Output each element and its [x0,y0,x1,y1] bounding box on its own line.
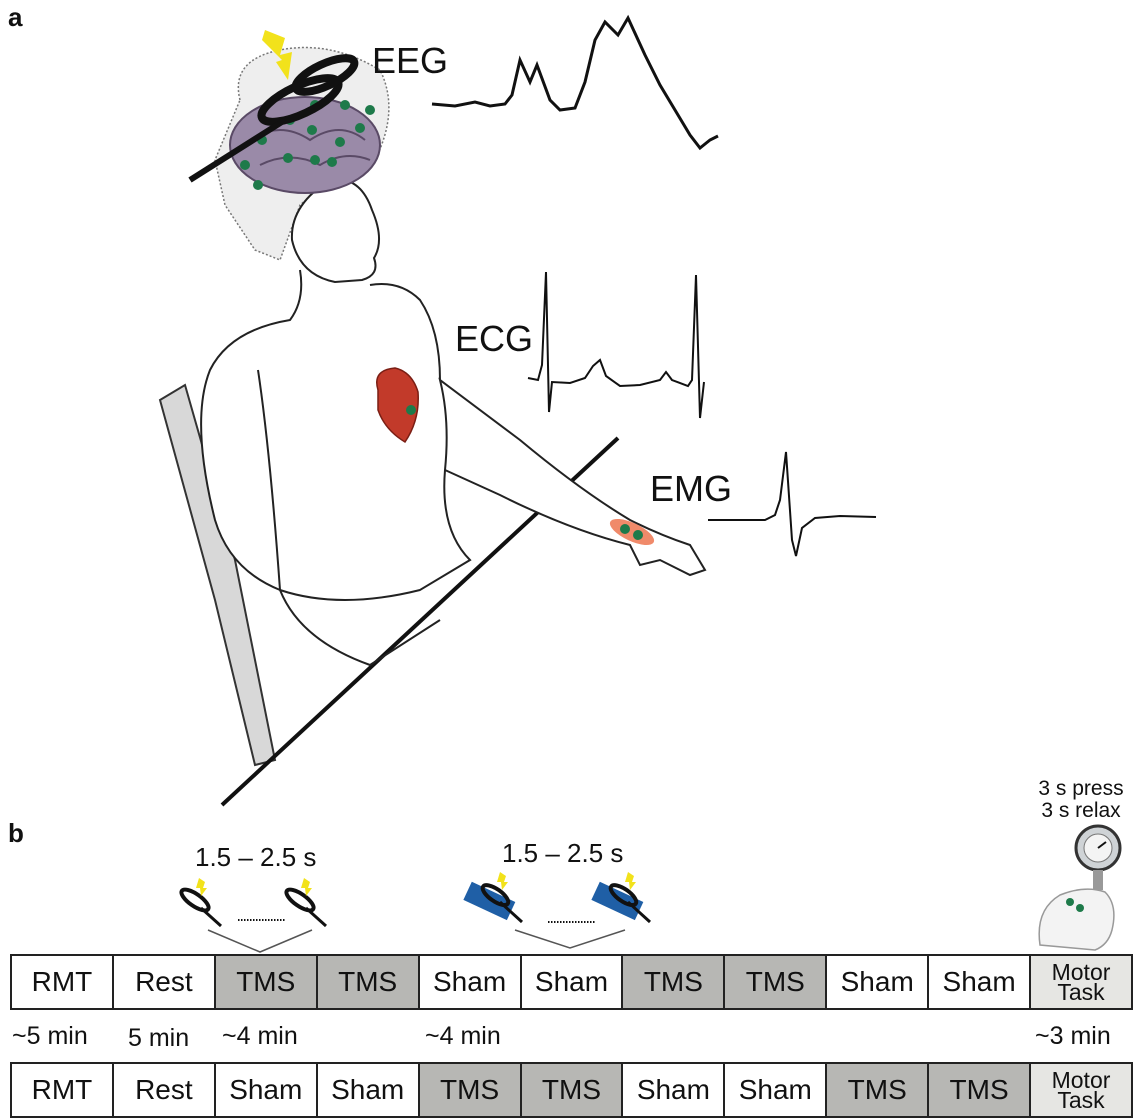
eeg-label: EEG [372,40,448,82]
block-rest: Rest [114,956,216,1008]
block-rmt: RMT [12,1064,114,1116]
duration-sham-block: ~4 min [425,1022,501,1051]
block-rmt: RMT [12,956,114,1008]
block-sham: Sham [420,956,522,1008]
bracket-tms [208,930,312,952]
sham-coil-icon-right [591,872,650,922]
dynamometer-icon [1039,826,1120,950]
motor-instructions: 3 s press 3 s relax [1028,778,1134,822]
protocol-sequence-2: RMT Rest Sham Sham TMS TMS Sham Sham TMS… [10,1062,1133,1118]
eeg-trace [432,18,718,148]
block-tms: TMS [420,1064,522,1116]
coil-icon-left [178,878,221,926]
block-sham: Sham [216,1064,318,1116]
coil-icon-right [283,878,326,926]
block-sham: Sham [318,1064,420,1116]
duration-rest: 5 min [128,1024,189,1053]
sham-coil-icon-left [463,872,522,922]
block-tms: TMS [623,956,725,1008]
block-sham: Sham [623,1064,725,1116]
bracket-sham [515,930,625,948]
block-sham: Sham [522,956,624,1008]
block-rest: Rest [114,1064,216,1116]
duration-motor: ~3 min [1035,1022,1111,1051]
block-tms: TMS [216,956,318,1008]
tms-coil-icons [178,878,326,952]
ecg-label: ECG [455,318,533,360]
block-tms: TMS [522,1064,624,1116]
interval-label-tms: 1.5 – 2.5 s [195,842,316,873]
emg-trace [708,452,876,556]
block-tms: TMS [725,956,827,1008]
block-durations: ~5 min 5 min ~4 min ~4 min ~3 min [0,1018,1136,1054]
block-sham: Sham [827,956,929,1008]
relax-instruction: 3 s relax [1028,800,1134,822]
block-tms: TMS [929,1064,1031,1116]
emg-label: EMG [650,468,732,510]
block-sham: Sham [725,1064,827,1116]
block-sham: Sham [929,956,1031,1008]
interval-label-sham: 1.5 – 2.5 s [502,838,623,869]
ecg-trace [528,272,704,418]
protocol-sequence-1: RMT Rest TMS TMS Sham Sham TMS TMS Sham … [10,954,1133,1010]
sham-coil-icons [463,872,650,948]
duration-rmt: ~5 min [12,1022,88,1051]
block-tms: TMS [827,1064,929,1116]
block-tms: TMS [318,956,420,1008]
duration-tms-block: ~4 min [222,1022,298,1051]
press-instruction: 3 s press [1028,778,1134,800]
